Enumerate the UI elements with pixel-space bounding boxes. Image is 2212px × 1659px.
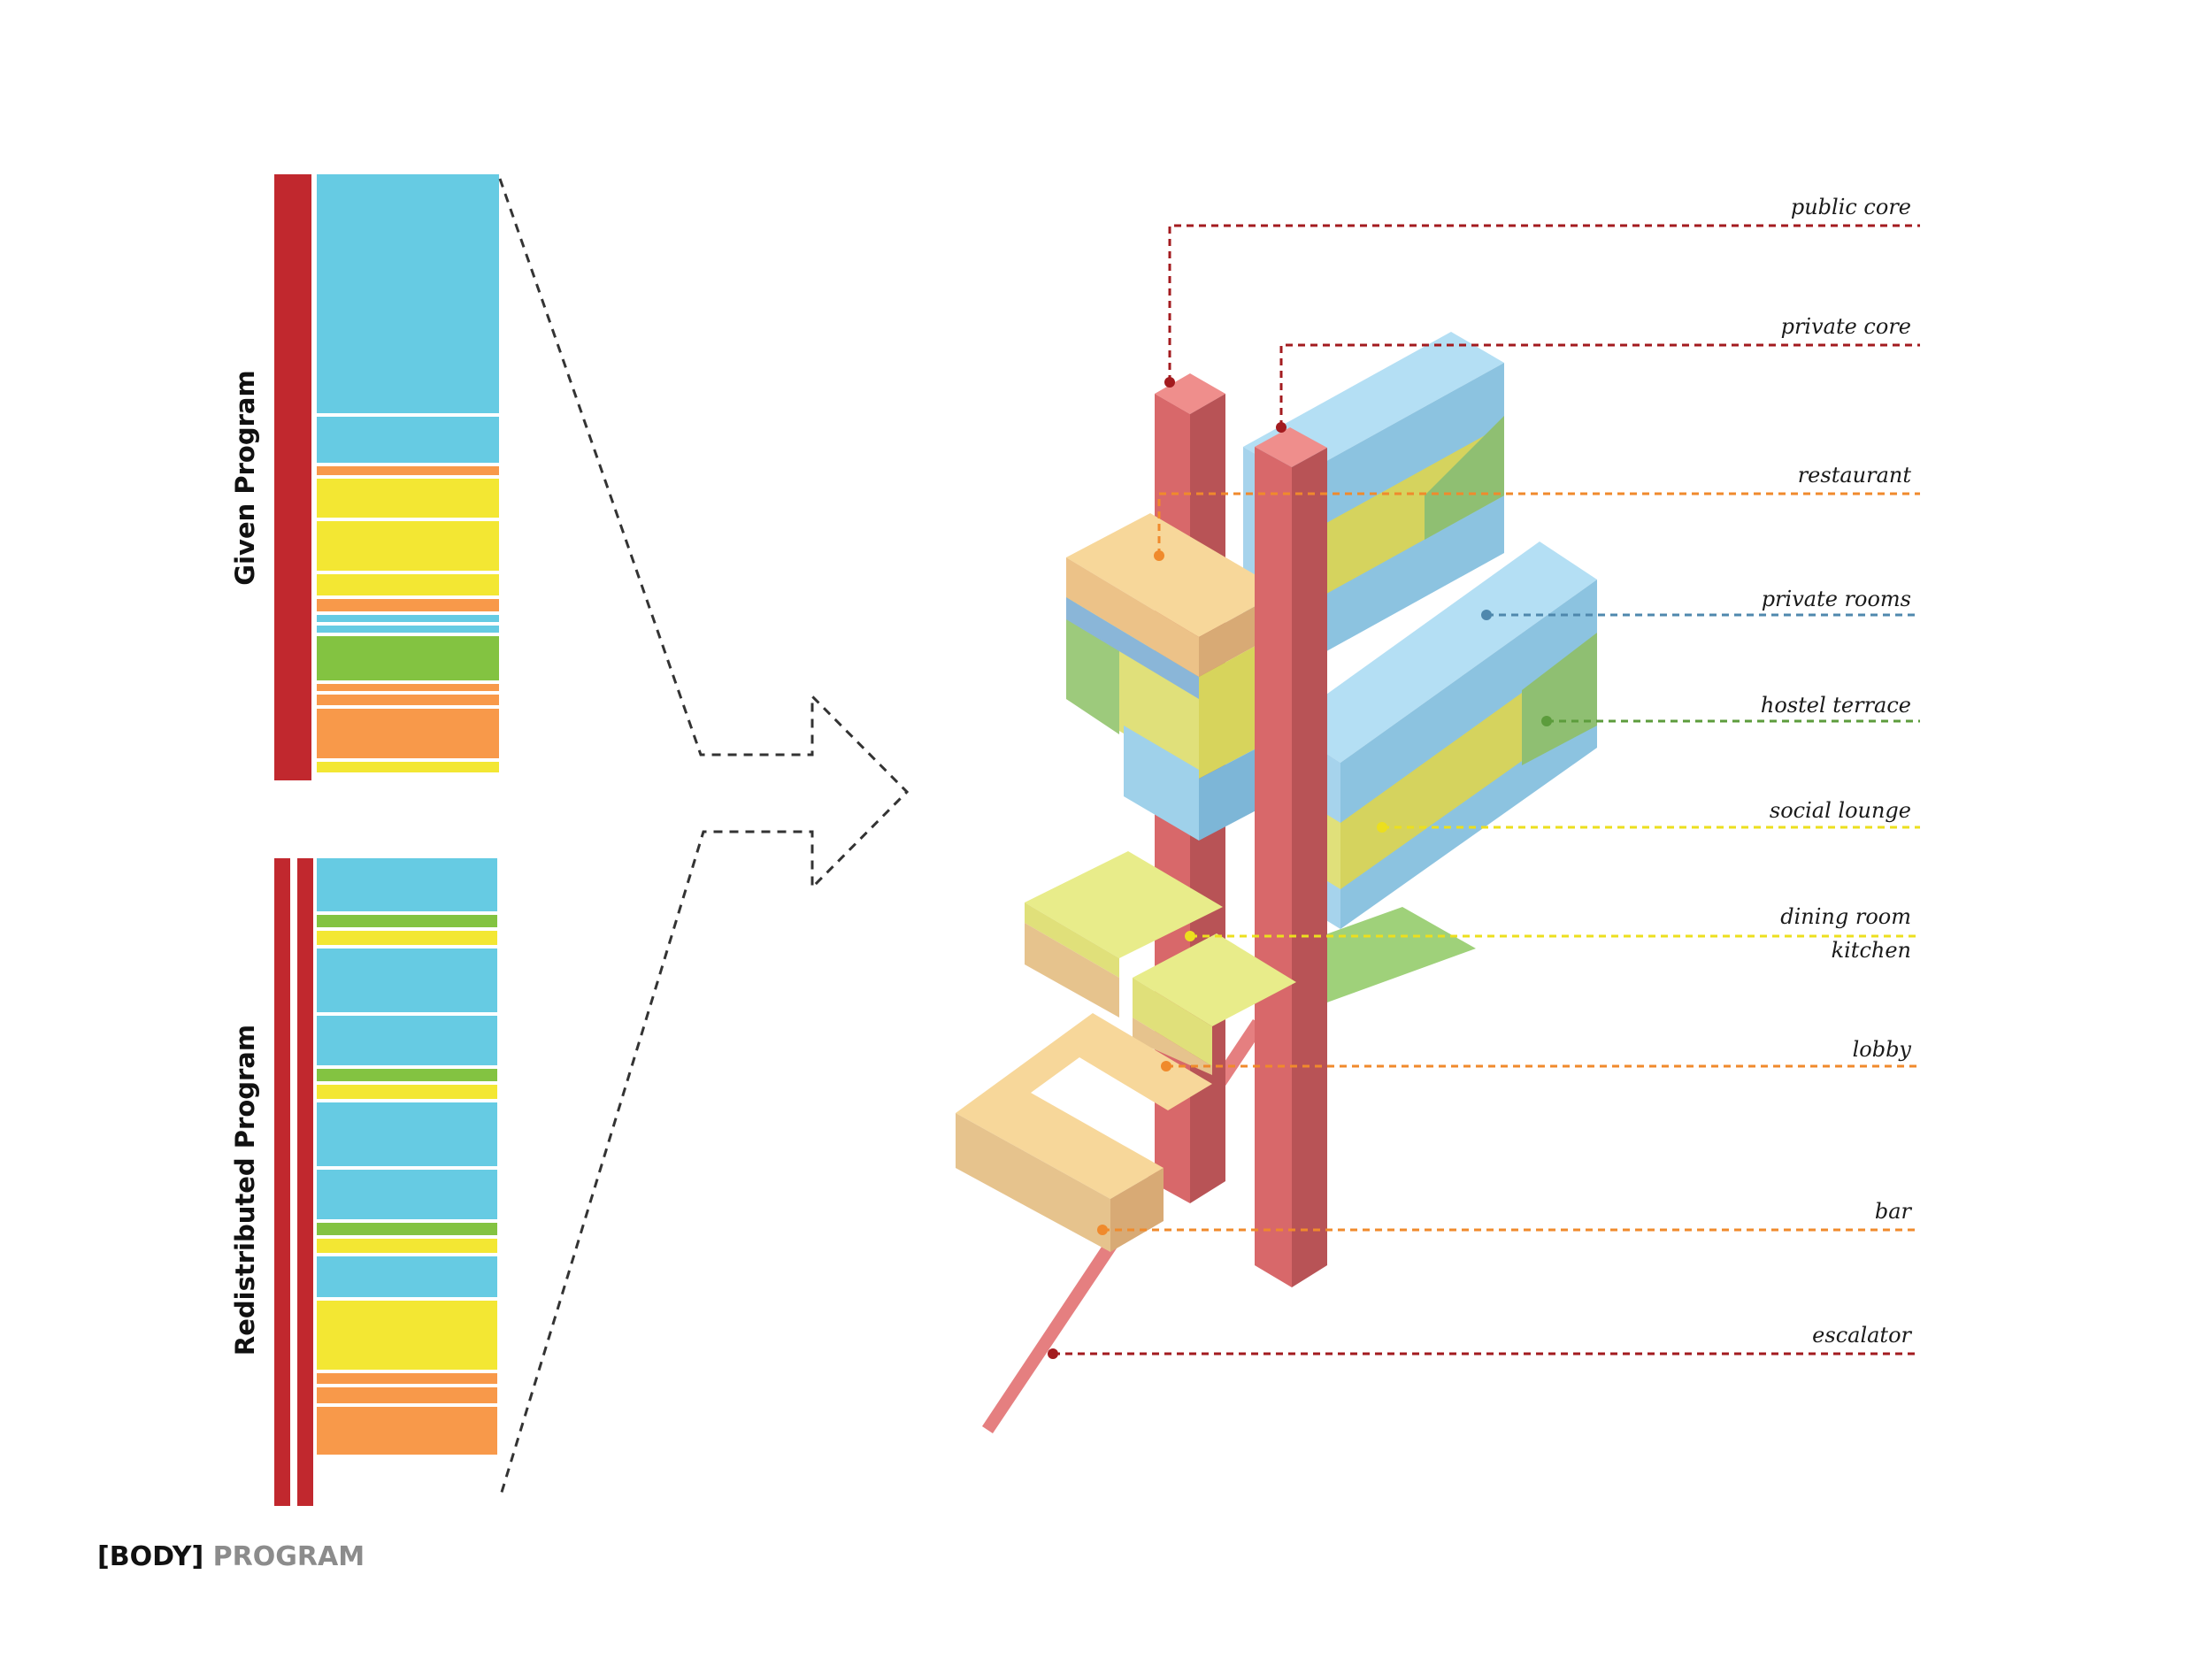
dining-room-block: [1025, 851, 1223, 958]
callout-leaders: [1053, 224, 1920, 1356]
redistributed-program-band: [317, 1301, 497, 1370]
redistributed-program-band: [317, 1102, 497, 1166]
bar-block: [956, 1013, 1212, 1199]
given-program-column: Given Program: [230, 174, 499, 780]
given-program-band: [317, 466, 499, 475]
private-rooms-lower-block: [1283, 541, 1597, 763]
hostel-terrace-label: hostel terrace: [1761, 693, 1911, 718]
given-program-band: [317, 615, 499, 622]
private-core-leader: [1279, 343, 1920, 427]
axonometric-massing-model: [956, 332, 1597, 1433]
kitchen-label: kitchen: [1832, 938, 1911, 963]
restaurant-block: [1066, 513, 1283, 637]
given-program-band: [317, 684, 499, 691]
caption-program: PROGRAM: [204, 1541, 365, 1572]
redistributed-program-band: [317, 1085, 497, 1099]
redistributed-program-band: [317, 1069, 497, 1081]
redistributed-program-band: [317, 1223, 497, 1235]
redistributed-program-band: [317, 915, 497, 927]
redistributed-program-band: [317, 1387, 497, 1403]
dining-room-label: dining room: [1780, 904, 1911, 929]
caption-body: [BODY]: [97, 1541, 204, 1572]
lobby-label: lobby: [1853, 1037, 1912, 1062]
given-core-bar: [274, 174, 311, 780]
callout-dots: [1048, 377, 1552, 1359]
given-program-band: [317, 574, 499, 595]
redistributed-program-band: [317, 1407, 497, 1455]
given-program-band: [317, 636, 499, 680]
redistributed-program-band: [317, 949, 497, 1012]
redistributed-program-band: [317, 1373, 497, 1384]
given-program-band: [317, 521, 499, 571]
redistributed-program-band: [317, 931, 497, 945]
escalator-label: escalator: [1812, 1323, 1912, 1348]
redistributed-program-column: Redistributed Program: [230, 858, 497, 1506]
private-rooms-label: private rooms: [1762, 587, 1911, 611]
private-core-label: private core: [1781, 314, 1911, 339]
redistributed-program-bands: [317, 858, 497, 1455]
redistributed-program-band: [317, 1256, 497, 1297]
given-program-band: [317, 417, 499, 463]
redistributed-program-band: [317, 1239, 497, 1253]
given-program-band: [317, 599, 499, 611]
social-lounge-label: social lounge: [1770, 798, 1911, 823]
redistributed-program-band: [317, 1170, 497, 1219]
public-core-leader: [1168, 224, 1920, 382]
given-program-band: [317, 479, 499, 518]
restaurant-label: restaurant: [1798, 463, 1912, 488]
private-core-tower: [1255, 427, 1327, 467]
given-program-bands: [317, 174, 499, 772]
given-program-band: [317, 174, 499, 413]
redistributed-program-label: Redistributed Program: [230, 1025, 260, 1356]
public-core-label: public core: [1791, 195, 1911, 219]
given-program-band: [317, 709, 499, 758]
given-program-label: Given Program: [230, 370, 260, 585]
redistribution-arrow: [498, 178, 910, 1499]
given-program-band: [317, 626, 499, 633]
callout-labels: public core private core restaurant priv…: [1761, 195, 1913, 1348]
redistributed-core-bar-right: [297, 858, 313, 1506]
given-program-band: [317, 695, 499, 705]
bar-label: bar: [1875, 1199, 1913, 1224]
redistributed-program-band: [317, 1016, 497, 1065]
redistributed-core-bar-left: [274, 858, 290, 1506]
restaurant-leader: [1157, 492, 1920, 556]
page-caption: [BODY] PROGRAM: [97, 1541, 365, 1572]
redistributed-program-band: [317, 858, 497, 911]
given-program-band: [317, 762, 499, 772]
